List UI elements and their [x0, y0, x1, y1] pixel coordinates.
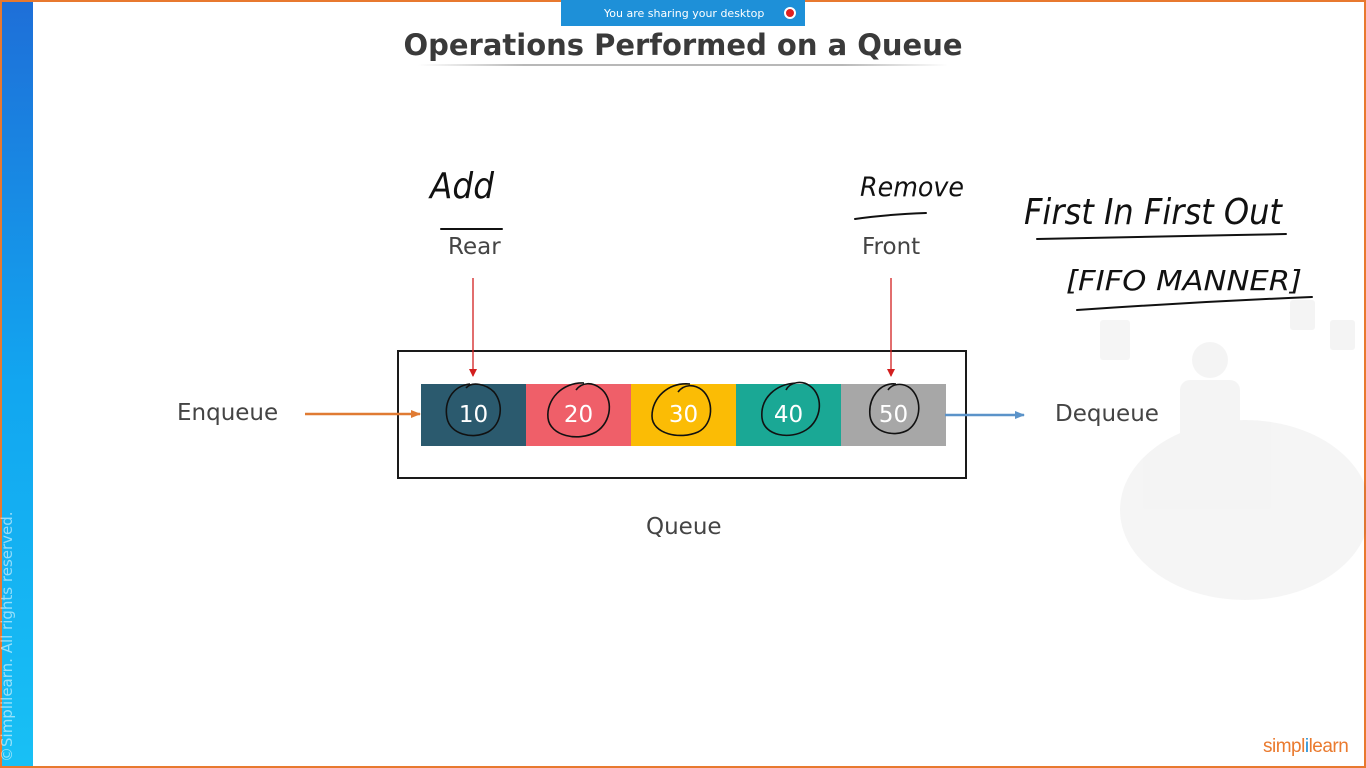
title-underline [418, 64, 948, 66]
ink-circle [547, 382, 611, 438]
queue-label: Queue [646, 514, 722, 540]
slide-title: Operations Performed on a Queue [403, 28, 963, 62]
ink-underlines [440, 212, 1313, 311]
ink-circle [445, 383, 501, 437]
cell-value: 40 [773, 402, 804, 428]
cell-value: 50 [878, 402, 909, 428]
fifo-underline [1036, 233, 1287, 240]
side-accent-bar: ©Simplilearn. All rights reserved. [0, 2, 33, 766]
cell-value: 30 [668, 402, 699, 428]
enqueue-label: Enqueue [177, 400, 279, 426]
fifo-manner-underline [1076, 296, 1313, 311]
queue-cell: 50 [841, 384, 946, 446]
ink-circles [445, 381, 920, 438]
ink-circle [651, 383, 712, 437]
cell-value: 10 [458, 402, 489, 428]
handwritten-remove: Remove [860, 172, 964, 203]
front-label: Front [862, 234, 921, 260]
record-stop-icon[interactable] [784, 7, 796, 19]
remove-underline [854, 212, 927, 220]
background-illustration [1100, 300, 1366, 600]
queue-cell: 20 [526, 384, 631, 446]
cell-value: 20 [563, 402, 594, 428]
rear-label: Rear [448, 234, 501, 260]
ink-circle [761, 381, 821, 437]
handwritten-fifo-manner: [FIFO MANNER] [1066, 264, 1302, 297]
simplilearn-logo: simplilearn [1263, 736, 1349, 757]
screen-share-banner[interactable]: You are sharing your desktop [561, 0, 805, 26]
dequeue-label: Dequeue [1055, 401, 1159, 427]
handwritten-fifo: First In First Out [1024, 192, 1284, 233]
ink-circle [869, 383, 920, 435]
handwritten-add: Add [428, 166, 495, 207]
share-banner-text: You are sharing your desktop [604, 6, 765, 20]
